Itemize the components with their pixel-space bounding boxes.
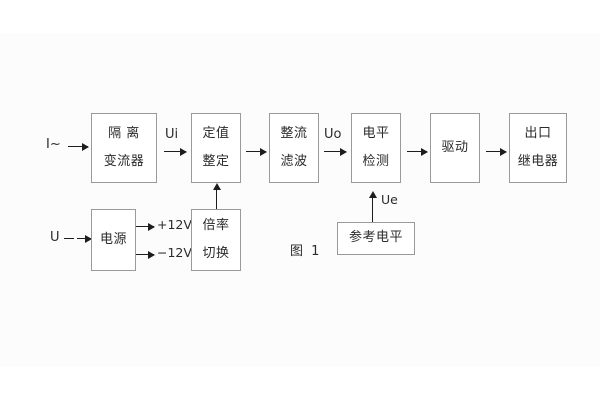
block-power-supply: 电源 xyxy=(91,209,136,271)
block-level-detect-line1: 电平 xyxy=(362,126,390,142)
figure-caption: 图 1 xyxy=(290,244,322,259)
arrow-reference-level-to-level-detect xyxy=(369,191,377,222)
block-rectify-filter-line2: 滤波 xyxy=(280,153,308,169)
arrow-rectify-filter-to-level-detect xyxy=(324,148,347,156)
block-isolation-ct: 隔 离 变流器 xyxy=(91,113,157,183)
signal-ue-label: Ue xyxy=(381,192,398,207)
lead-voltage-input xyxy=(64,238,74,239)
block-setting: 定值 整定 xyxy=(191,113,241,183)
rail-positive-label: +12V xyxy=(157,217,192,232)
arrow-multiplier-switch-to-setting xyxy=(213,183,221,209)
block-reference-level: 参考电平 xyxy=(337,222,415,255)
block-rectify-filter-line1: 整流 xyxy=(280,126,308,142)
arrow-rail-positive xyxy=(136,223,155,231)
block-drive: 驱动 xyxy=(430,113,480,183)
block-level-detect-line2: 检测 xyxy=(362,153,390,169)
arrow-current-input-to-isolation-ct xyxy=(68,143,89,151)
signal-uo-label: Uo xyxy=(324,127,342,142)
block-rectify-filter: 整流 滤波 xyxy=(269,113,319,183)
block-power-supply-line1: 电源 xyxy=(99,231,127,247)
signal-ui-label: Ui xyxy=(165,127,179,142)
rail-negative-label: −12V xyxy=(157,245,192,260)
block-output-relay-line2: 继电器 xyxy=(517,153,559,169)
block-multiplier-switch-line2: 切换 xyxy=(202,245,230,261)
block-isolation-ct-line1: 隔 离 xyxy=(108,126,140,142)
block-level-detect: 电平 检测 xyxy=(351,113,401,183)
arrow-isolation-ct-to-setting xyxy=(164,148,187,156)
block-reference-level-line1: 参考电平 xyxy=(348,230,403,246)
block-output-relay: 出口 继电器 xyxy=(509,113,567,183)
voltage-input-label: U xyxy=(50,230,60,245)
block-setting-line1: 定值 xyxy=(202,126,230,142)
block-drive-line1: 驱动 xyxy=(441,139,469,155)
block-output-relay-line1: 出口 xyxy=(524,126,552,142)
arrow-rail-negative xyxy=(136,251,155,259)
block-multiplier-switch-line1: 倍率 xyxy=(202,218,230,234)
diagram-panel xyxy=(0,33,600,367)
arrow-level-detect-to-drive xyxy=(407,148,428,156)
block-multiplier-switch: 倍率 切换 xyxy=(191,209,241,271)
arrow-drive-to-output-relay xyxy=(486,148,507,156)
block-isolation-ct-line2: 变流器 xyxy=(103,153,145,169)
current-input-label: I~ xyxy=(46,137,61,152)
arrow-setting-to-rectify-filter xyxy=(246,148,267,156)
arrow-voltage-input-to-power-supply xyxy=(77,235,92,243)
block-setting-line2: 整定 xyxy=(202,153,230,169)
